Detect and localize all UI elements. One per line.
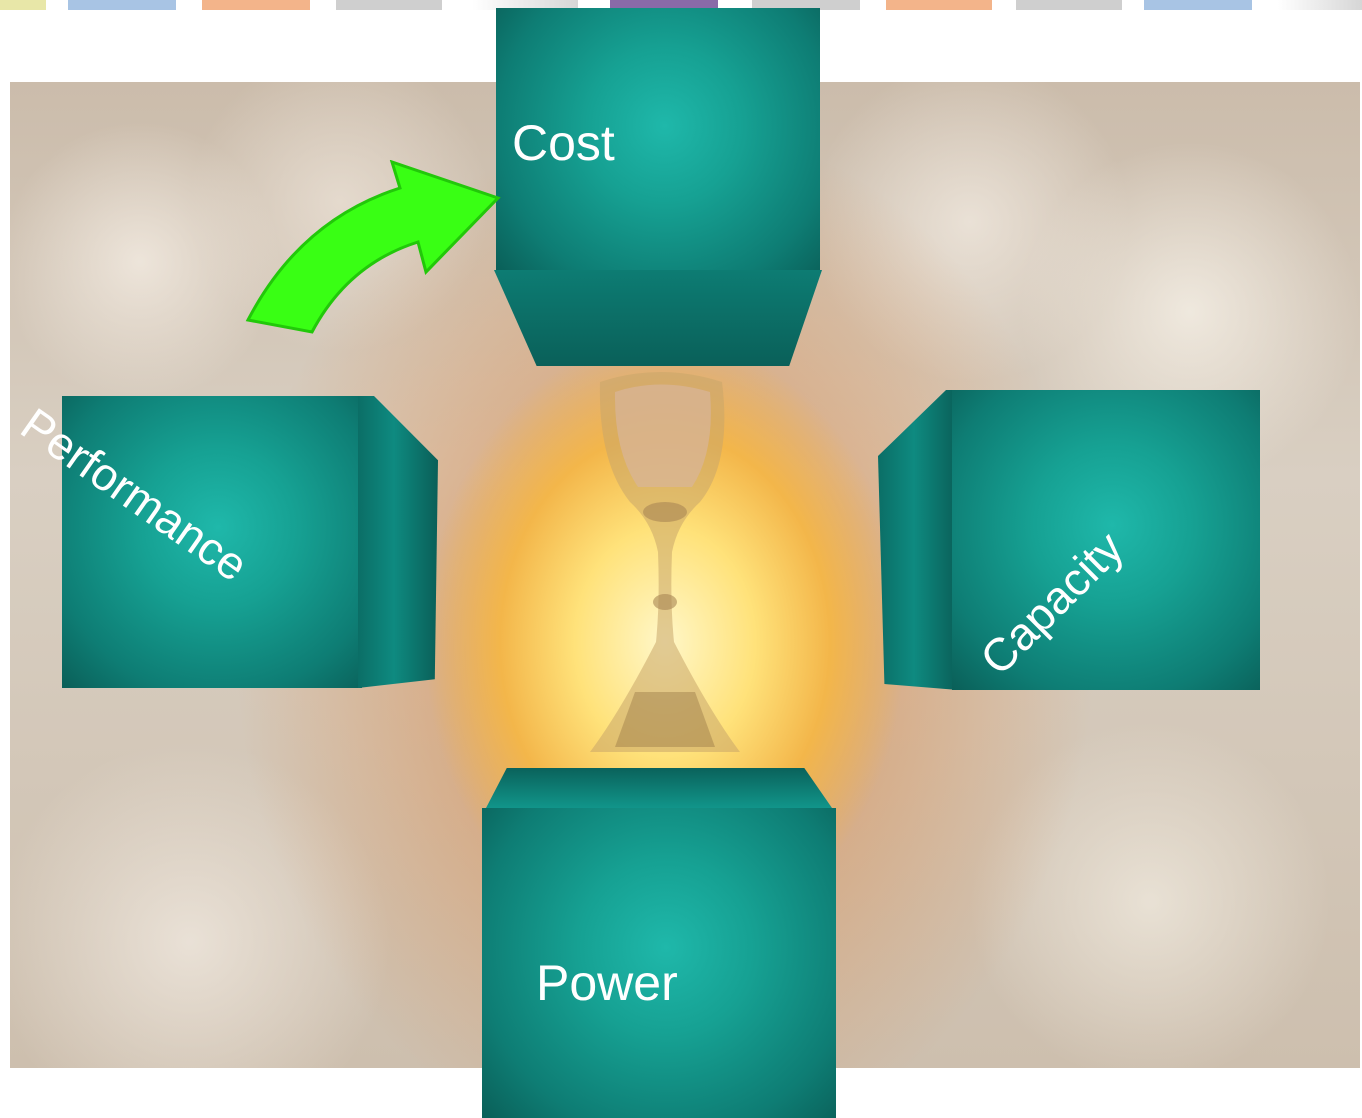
performance-box — [62, 396, 440, 688]
curved-arrow-icon — [240, 160, 510, 350]
power-box-top-face — [486, 768, 832, 808]
color-strip-segment — [1016, 0, 1122, 10]
power-label: Power — [536, 958, 678, 1008]
color-strip-segment — [1144, 0, 1252, 10]
color-strip-segment — [68, 0, 176, 10]
capacity-box-side-face — [878, 390, 958, 690]
power-box: Power — [482, 768, 836, 1118]
cost-box-bottom-face — [494, 270, 822, 366]
performance-box-side-face — [358, 396, 438, 688]
color-strip-segment — [1278, 0, 1362, 10]
color-strip-segment — [336, 0, 442, 10]
cost-label: Cost — [512, 118, 615, 168]
capacity-box — [878, 390, 1260, 690]
color-strip-segment — [202, 0, 310, 10]
color-strip-segment — [0, 0, 46, 10]
cost-box: Cost — [494, 8, 822, 366]
color-strip-segment — [886, 0, 992, 10]
